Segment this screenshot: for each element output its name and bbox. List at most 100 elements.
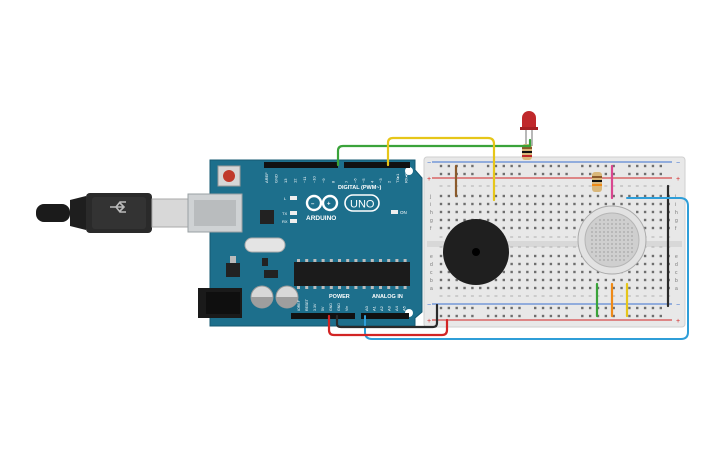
terminal-hole[interactable] [526, 262, 529, 266]
terminal-hole[interactable] [651, 194, 655, 198]
terminal-hole[interactable] [510, 278, 513, 282]
terminal-hole[interactable] [518, 262, 521, 266]
terminal-hole[interactable] [471, 194, 474, 198]
terminal-hole[interactable] [636, 194, 639, 198]
terminal-hole[interactable] [439, 202, 443, 206]
terminal-hole[interactable] [651, 202, 655, 206]
rail-hole[interactable] [494, 172, 498, 176]
terminal-hole[interactable] [479, 210, 482, 214]
led[interactable] [520, 111, 538, 146]
rail-hole[interactable] [612, 306, 615, 310]
rail-hole[interactable] [534, 306, 537, 310]
rail-hole[interactable] [643, 306, 647, 310]
rail-hole[interactable] [612, 314, 615, 318]
rail-hole[interactable] [565, 306, 568, 310]
rail-hole[interactable] [549, 172, 553, 176]
terminal-hole[interactable] [557, 218, 560, 222]
rail-hole[interactable] [518, 172, 521, 176]
wire-black[interactable] [335, 303, 439, 329]
terminal-hole[interactable] [659, 226, 662, 230]
terminal-hole[interactable] [510, 226, 513, 230]
rail-hole[interactable] [455, 314, 458, 318]
rail-hole[interactable] [455, 306, 458, 310]
terminal-hole[interactable] [518, 270, 521, 274]
terminal-hole[interactable] [541, 270, 545, 274]
terminal-hole[interactable] [596, 270, 600, 274]
terminal-hole[interactable] [643, 254, 647, 258]
terminal-hole[interactable] [549, 194, 553, 198]
rail-hole[interactable] [486, 164, 490, 168]
rail-hole[interactable] [486, 172, 490, 176]
rail-hole[interactable] [636, 172, 639, 176]
terminal-hole[interactable] [581, 286, 584, 290]
terminal-hole[interactable] [502, 210, 505, 214]
terminal-hole[interactable] [439, 194, 443, 198]
rail-hole[interactable] [549, 314, 553, 318]
terminal-hole[interactable] [643, 210, 647, 214]
terminal-hole[interactable] [651, 270, 655, 274]
terminal-hole[interactable] [573, 210, 576, 214]
terminal-hole[interactable] [447, 278, 451, 282]
rail-hole[interactable] [541, 172, 545, 176]
digital-header-right[interactable] [344, 162, 410, 168]
terminal-hole[interactable] [518, 278, 521, 282]
piezo-buzzer[interactable] [443, 219, 509, 285]
rail-hole[interactable] [502, 314, 505, 318]
terminal-hole[interactable] [526, 270, 529, 274]
terminal-hole[interactable] [643, 194, 647, 198]
terminal-hole[interactable] [588, 202, 592, 206]
terminal-hole[interactable] [565, 226, 568, 230]
terminal-hole[interactable] [557, 226, 560, 230]
terminal-hole[interactable] [549, 226, 553, 230]
terminal-hole[interactable] [439, 218, 443, 222]
rail-hole[interactable] [581, 172, 584, 176]
rail-hole[interactable] [557, 314, 560, 318]
terminal-hole[interactable] [534, 278, 537, 282]
terminal-hole[interactable] [541, 254, 545, 258]
terminal-hole[interactable] [604, 286, 608, 290]
rail-hole[interactable] [510, 164, 513, 168]
terminal-hole[interactable] [526, 218, 529, 222]
terminal-hole[interactable] [534, 270, 537, 274]
terminal-hole[interactable] [541, 202, 545, 206]
terminal-hole[interactable] [502, 286, 505, 290]
rail-hole[interactable] [439, 172, 443, 176]
rail-hole[interactable] [502, 172, 505, 176]
rail-hole[interactable] [604, 306, 608, 310]
rail-hole[interactable] [486, 314, 490, 318]
rail-hole[interactable] [565, 164, 568, 168]
terminal-hole[interactable] [628, 202, 631, 206]
terminal-hole[interactable] [565, 194, 568, 198]
terminal-hole[interactable] [463, 210, 466, 214]
terminal-hole[interactable] [643, 262, 647, 266]
terminal-hole[interactable] [486, 286, 490, 290]
wire-blue[interactable] [364, 197, 689, 340]
rail-hole[interactable] [541, 306, 545, 310]
rail-hole[interactable] [502, 306, 505, 310]
terminal-hole[interactable] [588, 286, 592, 290]
terminal-hole[interactable] [604, 278, 608, 282]
rail-hole[interactable] [557, 172, 560, 176]
terminal-hole[interactable] [541, 210, 545, 214]
terminal-hole[interactable] [518, 202, 521, 206]
terminal-hole[interactable] [659, 286, 662, 290]
terminal-hole[interactable] [643, 270, 647, 274]
rail-hole[interactable] [510, 172, 513, 176]
rail-hole[interactable] [494, 306, 498, 310]
terminal-hole[interactable] [659, 210, 662, 214]
rail-hole[interactable] [628, 172, 631, 176]
wire-green[interactable] [336, 138, 532, 167]
terminal-hole[interactable] [541, 278, 545, 282]
terminal-hole[interactable] [557, 262, 560, 266]
terminal-hole[interactable] [526, 210, 529, 214]
terminal-hole[interactable] [447, 210, 451, 214]
rail-hole[interactable] [447, 164, 451, 168]
terminal-hole[interactable] [557, 278, 560, 282]
terminal-hole[interactable] [549, 286, 553, 290]
terminal-hole[interactable] [557, 254, 560, 258]
terminal-hole[interactable] [518, 210, 521, 214]
terminal-hole[interactable] [588, 194, 592, 198]
terminal-hole[interactable] [636, 286, 639, 290]
terminal-hole[interactable] [439, 254, 443, 258]
